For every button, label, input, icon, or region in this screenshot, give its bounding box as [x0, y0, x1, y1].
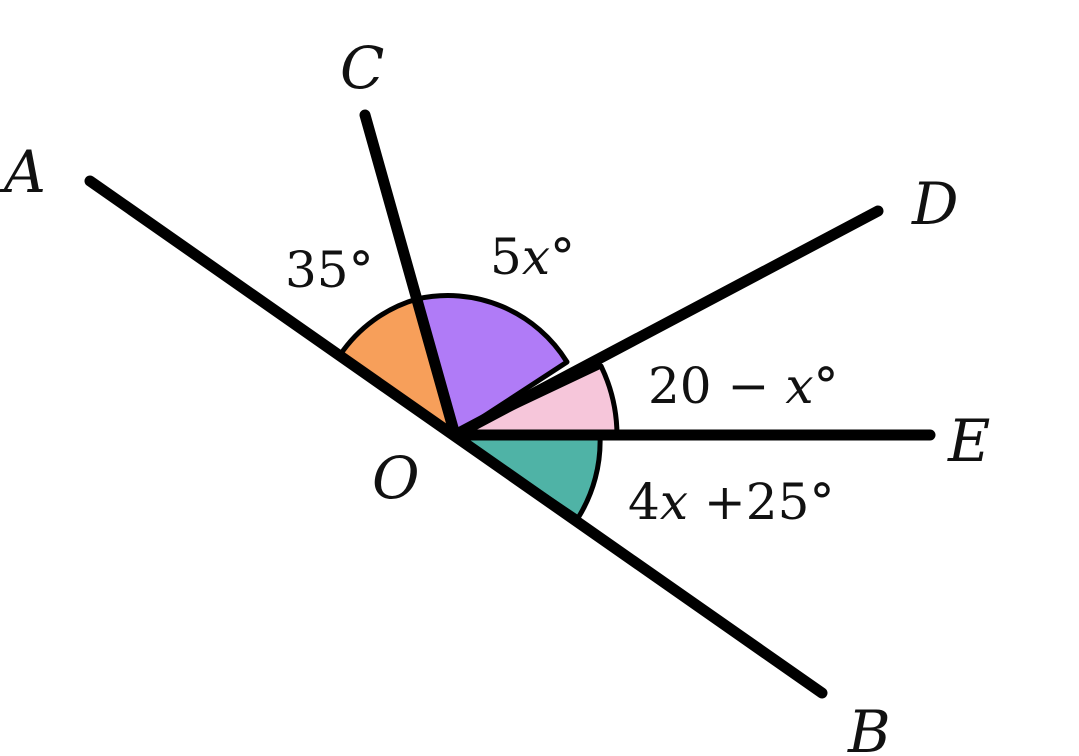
point-label-d: D — [911, 170, 959, 238]
point-label-a: A — [0, 138, 46, 206]
angle-label-aoc: 35° — [285, 241, 374, 299]
ray-od — [449, 205, 884, 441]
ray-oc — [359, 109, 461, 441]
angle-label-doe: 20 − x° — [648, 357, 839, 415]
point-label-e: E — [947, 407, 990, 475]
angle-label-cod: 5x° — [490, 228, 575, 286]
angle-sector-cod — [414, 293, 570, 438]
point-label-o: O — [372, 444, 420, 512]
angle-label-eob: 4x +25° — [628, 473, 834, 531]
point-label-c: C — [340, 34, 384, 102]
point-label-b: B — [847, 698, 891, 756]
